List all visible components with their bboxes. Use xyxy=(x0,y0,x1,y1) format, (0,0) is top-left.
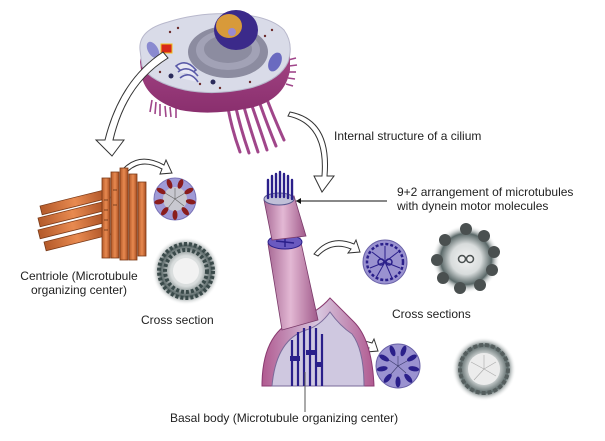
label-internal-structure: Internal structure of a cilium xyxy=(334,129,482,143)
centriole-illustration xyxy=(37,167,147,261)
label-centriole-line1: Centriole (Microtubule xyxy=(20,269,138,283)
centriole-cross-section-diagram xyxy=(153,177,197,221)
label-arrangement-line2: with dynein motor molecules xyxy=(397,199,549,213)
arrow-cell-to-centriole xyxy=(94,51,169,157)
centriole-cross-section-micrograph xyxy=(152,237,220,305)
label-cross-sections: Cross sections xyxy=(392,307,471,321)
label-basal-body: Basal body (Microtubule organizing cente… xyxy=(170,411,399,425)
cilium-illustration xyxy=(261,170,375,387)
label-nine-plus-two-arrangement: 9+2 arrangement of microtubules with dyn… xyxy=(397,185,605,213)
arrow-cell-to-cilium xyxy=(287,111,335,193)
label-centriole-line2: organizing center) xyxy=(30,283,128,297)
label-arrangement-line1: 9+2 arrangement of microtubules xyxy=(397,185,574,199)
cilium-cross-section-diagram xyxy=(362,239,408,285)
arrow-cilium-to-section xyxy=(313,238,361,257)
cilium-cross-section-micrograph xyxy=(431,223,500,294)
basal-cross-section-micrograph xyxy=(452,337,516,401)
cell-cilia xyxy=(226,100,286,155)
cell-illustration xyxy=(139,10,298,155)
label-centriole: Centriole (Microtubule organizing center… xyxy=(9,269,149,297)
label-cross-section: Cross section xyxy=(141,313,214,327)
basal-cross-section-diagram xyxy=(375,343,421,389)
arrow-centriole-to-section xyxy=(123,158,173,175)
